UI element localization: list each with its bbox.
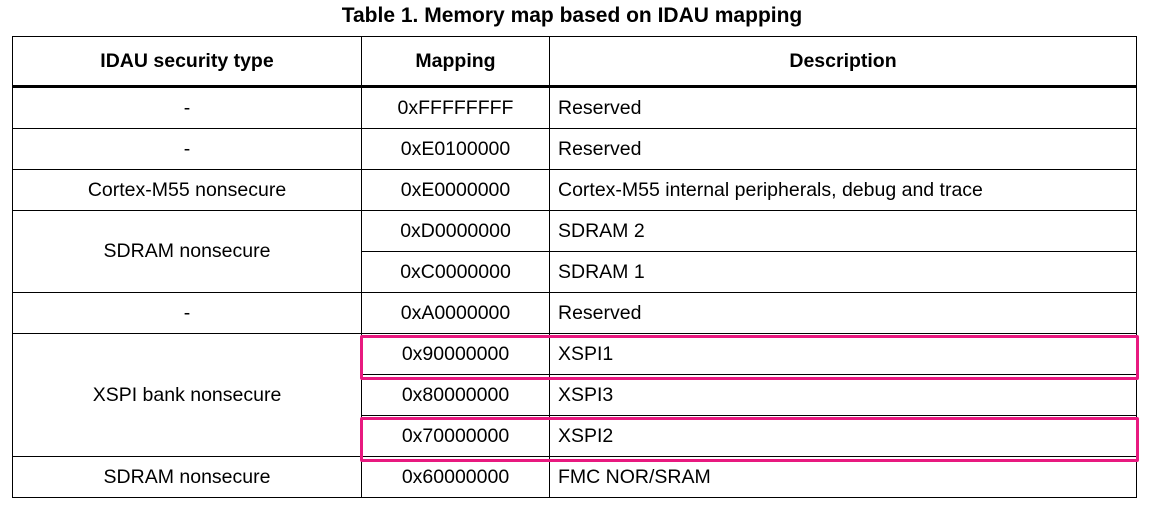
description-cell: XSPI2 [549,415,1137,457]
security-type-cell: SDRAM nonsecure [12,210,362,293]
table-row: - 0xA0000000 Reserved [12,292,1137,334]
description-cell: SDRAM 1 [549,251,1137,293]
mapping-cell: 0xE0100000 [361,128,550,170]
table-row: 0x80000000 XSPI3 [13,374,1137,416]
header-row: IDAU security type Mapping Description [12,36,1137,88]
security-type-cell: - [12,128,362,170]
table-row: - 0xFFFFFFFF Reserved [12,86,1137,129]
description-cell: FMC NOR/SRAM [549,456,1137,498]
description-cell: Cortex-M55 internal peripherals, debug a… [549,169,1137,211]
mapping-cell: 0xD0000000 [361,210,550,252]
mapping-cell: 0xFFFFFFFF [361,86,550,129]
mapping-cell: 0x60000000 [361,456,550,498]
mapping-cell: 0xC0000000 [361,251,550,293]
security-type-cell: XSPI bank nonsecure [12,333,362,457]
table-row: Cortex-M55 nonsecure 0xE0000000 Cortex-M… [12,169,1137,211]
header-description: Description [549,36,1137,88]
table-row: SDRAM nonsecure 0xD0000000 SDRAM 2 [12,210,1137,293]
description-cell: Reserved [549,292,1137,334]
security-type-cell: - [12,292,362,334]
description-cell: Reserved [549,128,1137,170]
description-cell: XSPI3 [549,374,1137,416]
description-cell: XSPI1 [549,333,1137,375]
mapping-cell: 0xE0000000 [361,169,550,211]
table-row: SDRAM nonsecure 0x60000000 FMC NOR/SRAM [12,456,1137,498]
mapping-cell: 0xA0000000 [361,292,550,334]
mapping-cell: 0x70000000 [361,415,550,457]
security-type-cell: SDRAM nonsecure [12,456,362,498]
table-row: 0x70000000 XSPI2 [13,415,1137,457]
table-row: 0xC0000000 SDRAM 1 [13,251,1137,293]
memory-map-table: IDAU security type Mapping Description -… [12,36,1137,498]
table-row: XSPI bank nonsecure 0x90000000 XSPI1 [12,333,1137,457]
table-caption: Table 1. Memory map based on IDAU mappin… [341,4,803,27]
mapping-cell: 0x90000000 [361,333,550,375]
header-mapping: Mapping [361,36,550,88]
security-type-cell: Cortex-M55 nonsecure [12,169,362,211]
table-row: - 0xE0100000 Reserved [12,128,1137,170]
mapping-cell: 0x80000000 [361,374,550,416]
header-security-type: IDAU security type [12,36,362,88]
security-type-cell: - [12,86,362,129]
description-cell: SDRAM 2 [549,210,1137,252]
description-cell: Reserved [549,86,1137,129]
